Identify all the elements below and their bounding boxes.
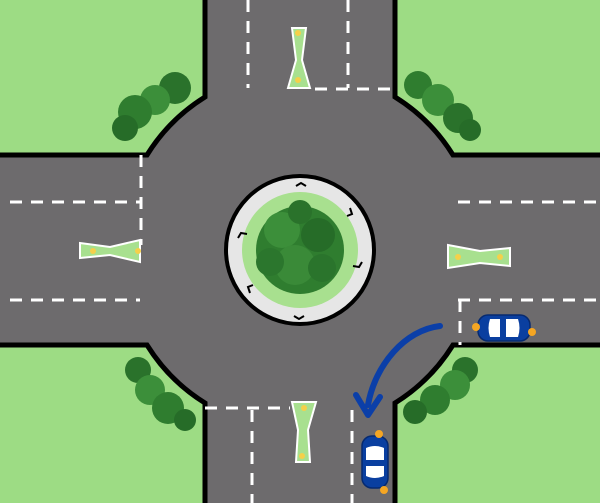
indicator-light — [380, 486, 388, 494]
central-island — [224, 174, 376, 326]
bush-top-right — [404, 71, 481, 141]
indicator-light — [528, 328, 536, 336]
island-right — [447, 243, 511, 270]
island-top — [286, 27, 312, 89]
splitter-islands — [79, 27, 511, 463]
indicator-light — [472, 323, 480, 331]
bush-top-left — [112, 72, 191, 141]
bush-bottom-right — [403, 357, 478, 424]
tree-icon — [256, 200, 344, 294]
island-bottom — [290, 401, 318, 463]
grass-top-left — [0, 0, 208, 158]
chevron-markers — [237, 181, 363, 321]
bushes — [112, 71, 481, 431]
car-icon — [361, 430, 389, 494]
island-reflectors — [90, 30, 503, 459]
lane-markings — [10, 0, 600, 503]
indicator-light — [375, 430, 383, 438]
curved-arrow-icon — [353, 323, 443, 418]
car-icon — [472, 314, 536, 342]
bush-bottom-left — [125, 357, 196, 431]
island-left — [79, 238, 141, 264]
